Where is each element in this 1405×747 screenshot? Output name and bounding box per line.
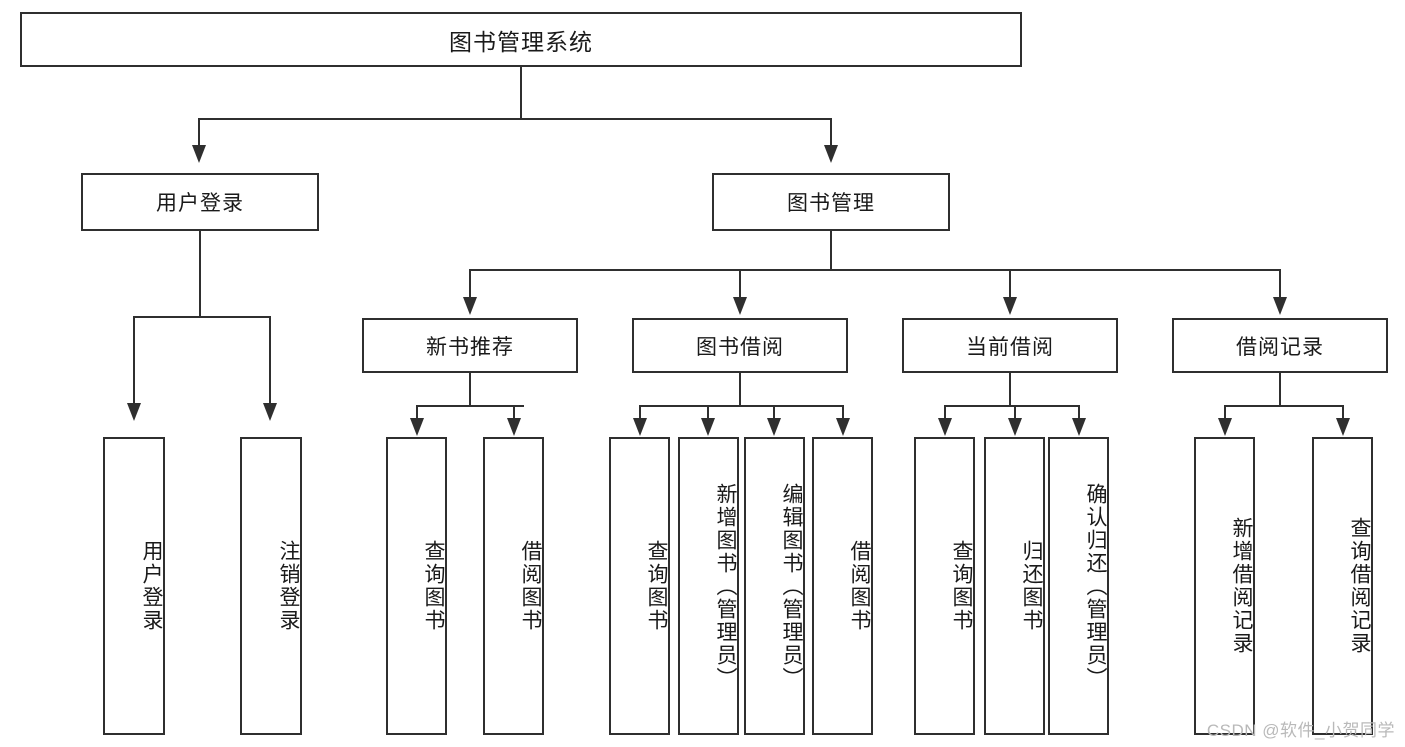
- node-label: 查询图书: [422, 540, 445, 632]
- connector-cb-drop-3: [1078, 405, 1080, 421]
- arrow-to-leaf-query-book-bb: [633, 418, 647, 436]
- node-label: 查询图书: [950, 540, 973, 632]
- node-book-borrow[interactable]: 图书借阅: [632, 318, 848, 373]
- node-current-borrow[interactable]: 当前借阅: [902, 318, 1118, 373]
- leaf-user-login[interactable]: 用户登录: [103, 437, 165, 735]
- connector-br-stem: [1279, 373, 1281, 407]
- connector-bb-drop-1: [639, 405, 641, 421]
- connector-bm-drop-3: [1009, 269, 1011, 300]
- leaf-confirm-return-admin[interactable]: 确认归还（管理员）: [1048, 437, 1109, 735]
- leaf-add-borrow-record[interactable]: 新增借阅记录: [1194, 437, 1255, 735]
- connector-nbr-bar: [416, 405, 524, 407]
- connector-user-login-drop-1: [133, 316, 135, 406]
- connector-user-login-stem: [199, 231, 201, 318]
- node-label: 注销登录: [277, 540, 300, 632]
- node-label: 借阅图书: [519, 540, 542, 632]
- connector-bb-bar: [639, 405, 844, 407]
- arrow-to-leaf-borrow-book-nbr: [507, 418, 521, 436]
- connector-bb-stem: [739, 373, 741, 407]
- node-label: 查询借阅记录: [1348, 517, 1371, 655]
- connector-cb-bar: [944, 405, 1080, 407]
- leaf-query-borrow-record[interactable]: 查询借阅记录: [1312, 437, 1373, 735]
- arrow-to-current-borrow: [1003, 297, 1017, 315]
- node-label: 用户登录: [140, 540, 163, 632]
- node-label: 新增借阅记录: [1230, 517, 1253, 655]
- node-label: 新增图书（管理员）: [714, 482, 737, 690]
- node-label: 查询图书: [645, 540, 668, 632]
- leaf-query-book-recommend[interactable]: 查询图书: [386, 437, 447, 735]
- arrow-to-leaf-query-borrow-record: [1336, 418, 1350, 436]
- leaf-add-book-admin[interactable]: 新增图书（管理员）: [678, 437, 739, 735]
- connector-nbr-drop-1: [416, 405, 418, 421]
- connector-nbr-stem: [469, 373, 471, 407]
- node-label: 图书管理系统: [449, 28, 593, 55]
- node-label: 归还图书: [1020, 540, 1043, 632]
- node-label: 图书借阅: [696, 335, 784, 359]
- leaf-logout[interactable]: 注销登录: [240, 437, 302, 735]
- arrow-to-leaf-edit-book: [767, 418, 781, 436]
- connector-root-stem: [520, 67, 522, 120]
- arrow-to-leaf-confirm-return: [1072, 418, 1086, 436]
- arrow-to-leaf-borrow-book-bb: [836, 418, 850, 436]
- arrow-to-leaf-user-login: [127, 403, 141, 421]
- leaf-borrow-book-recommend[interactable]: 借阅图书: [483, 437, 544, 735]
- connector-root-left-drop: [198, 118, 200, 148]
- connector-br-bar: [1224, 405, 1343, 407]
- leaf-query-book-borrow[interactable]: 查询图书: [609, 437, 670, 735]
- connector-cb-stem: [1009, 373, 1011, 407]
- arrow-to-leaf-return-book: [1008, 418, 1022, 436]
- connector-bm-drop-2: [739, 269, 741, 300]
- connector-bb-drop-3: [773, 405, 775, 421]
- node-label: 用户登录: [156, 192, 244, 215]
- node-root-book-management-system[interactable]: 图书管理系统: [20, 12, 1022, 67]
- arrow-to-new-book-recommend: [463, 297, 477, 315]
- csdn-watermark: CSDN @软件_小贺同学: [1206, 721, 1395, 740]
- connector-bm-drop-4: [1279, 269, 1281, 300]
- node-label: 编辑图书（管理员）: [780, 482, 803, 690]
- node-label: 借阅记录: [1236, 335, 1324, 359]
- arrow-to-user-login: [192, 145, 206, 163]
- node-label: 借阅图书: [848, 540, 871, 632]
- leaf-return-book[interactable]: 归还图书: [984, 437, 1045, 735]
- node-label: 图书管理: [787, 192, 875, 215]
- leaf-edit-book-admin[interactable]: 编辑图书（管理员）: [744, 437, 805, 735]
- arrow-to-borrow-record: [1273, 297, 1287, 315]
- connector-cb-drop-2: [1014, 405, 1016, 421]
- connector-br-drop-2: [1342, 405, 1344, 421]
- node-user-login[interactable]: 用户登录: [81, 173, 319, 231]
- leaf-borrow-book[interactable]: 借阅图书: [812, 437, 873, 735]
- arrow-to-leaf-logout: [263, 403, 277, 421]
- connector-user-login-drop-2: [269, 316, 271, 406]
- connector-nbr-drop-2: [513, 405, 515, 421]
- node-label: 确认归还（管理员）: [1084, 482, 1107, 690]
- connector-book-management-stem: [830, 231, 832, 271]
- connector-book-management-bar: [469, 269, 1281, 271]
- arrow-to-book-management: [824, 145, 838, 163]
- node-new-book-recommend[interactable]: 新书推荐: [362, 318, 578, 373]
- arrow-to-leaf-query-book-cb: [938, 418, 952, 436]
- connector-root-bar: [198, 118, 832, 120]
- arrow-to-leaf-add-book: [701, 418, 715, 436]
- arrow-to-leaf-query-book-nbr: [410, 418, 424, 436]
- connector-bb-drop-4: [842, 405, 844, 421]
- connector-bm-drop-1: [469, 269, 471, 300]
- arrow-to-book-borrow: [733, 297, 747, 315]
- node-book-management[interactable]: 图书管理: [712, 173, 950, 231]
- connector-br-drop-1: [1224, 405, 1226, 421]
- leaf-query-book-current[interactable]: 查询图书: [914, 437, 975, 735]
- arrow-to-leaf-add-borrow-record: [1218, 418, 1232, 436]
- connector-cb-drop-1: [944, 405, 946, 421]
- connector-root-right-drop: [830, 118, 832, 148]
- connector-bb-drop-2: [707, 405, 709, 421]
- node-label: 当前借阅: [966, 335, 1054, 359]
- connector-user-login-bar: [133, 316, 271, 318]
- node-label: 新书推荐: [426, 335, 514, 359]
- node-borrow-record[interactable]: 借阅记录: [1172, 318, 1388, 373]
